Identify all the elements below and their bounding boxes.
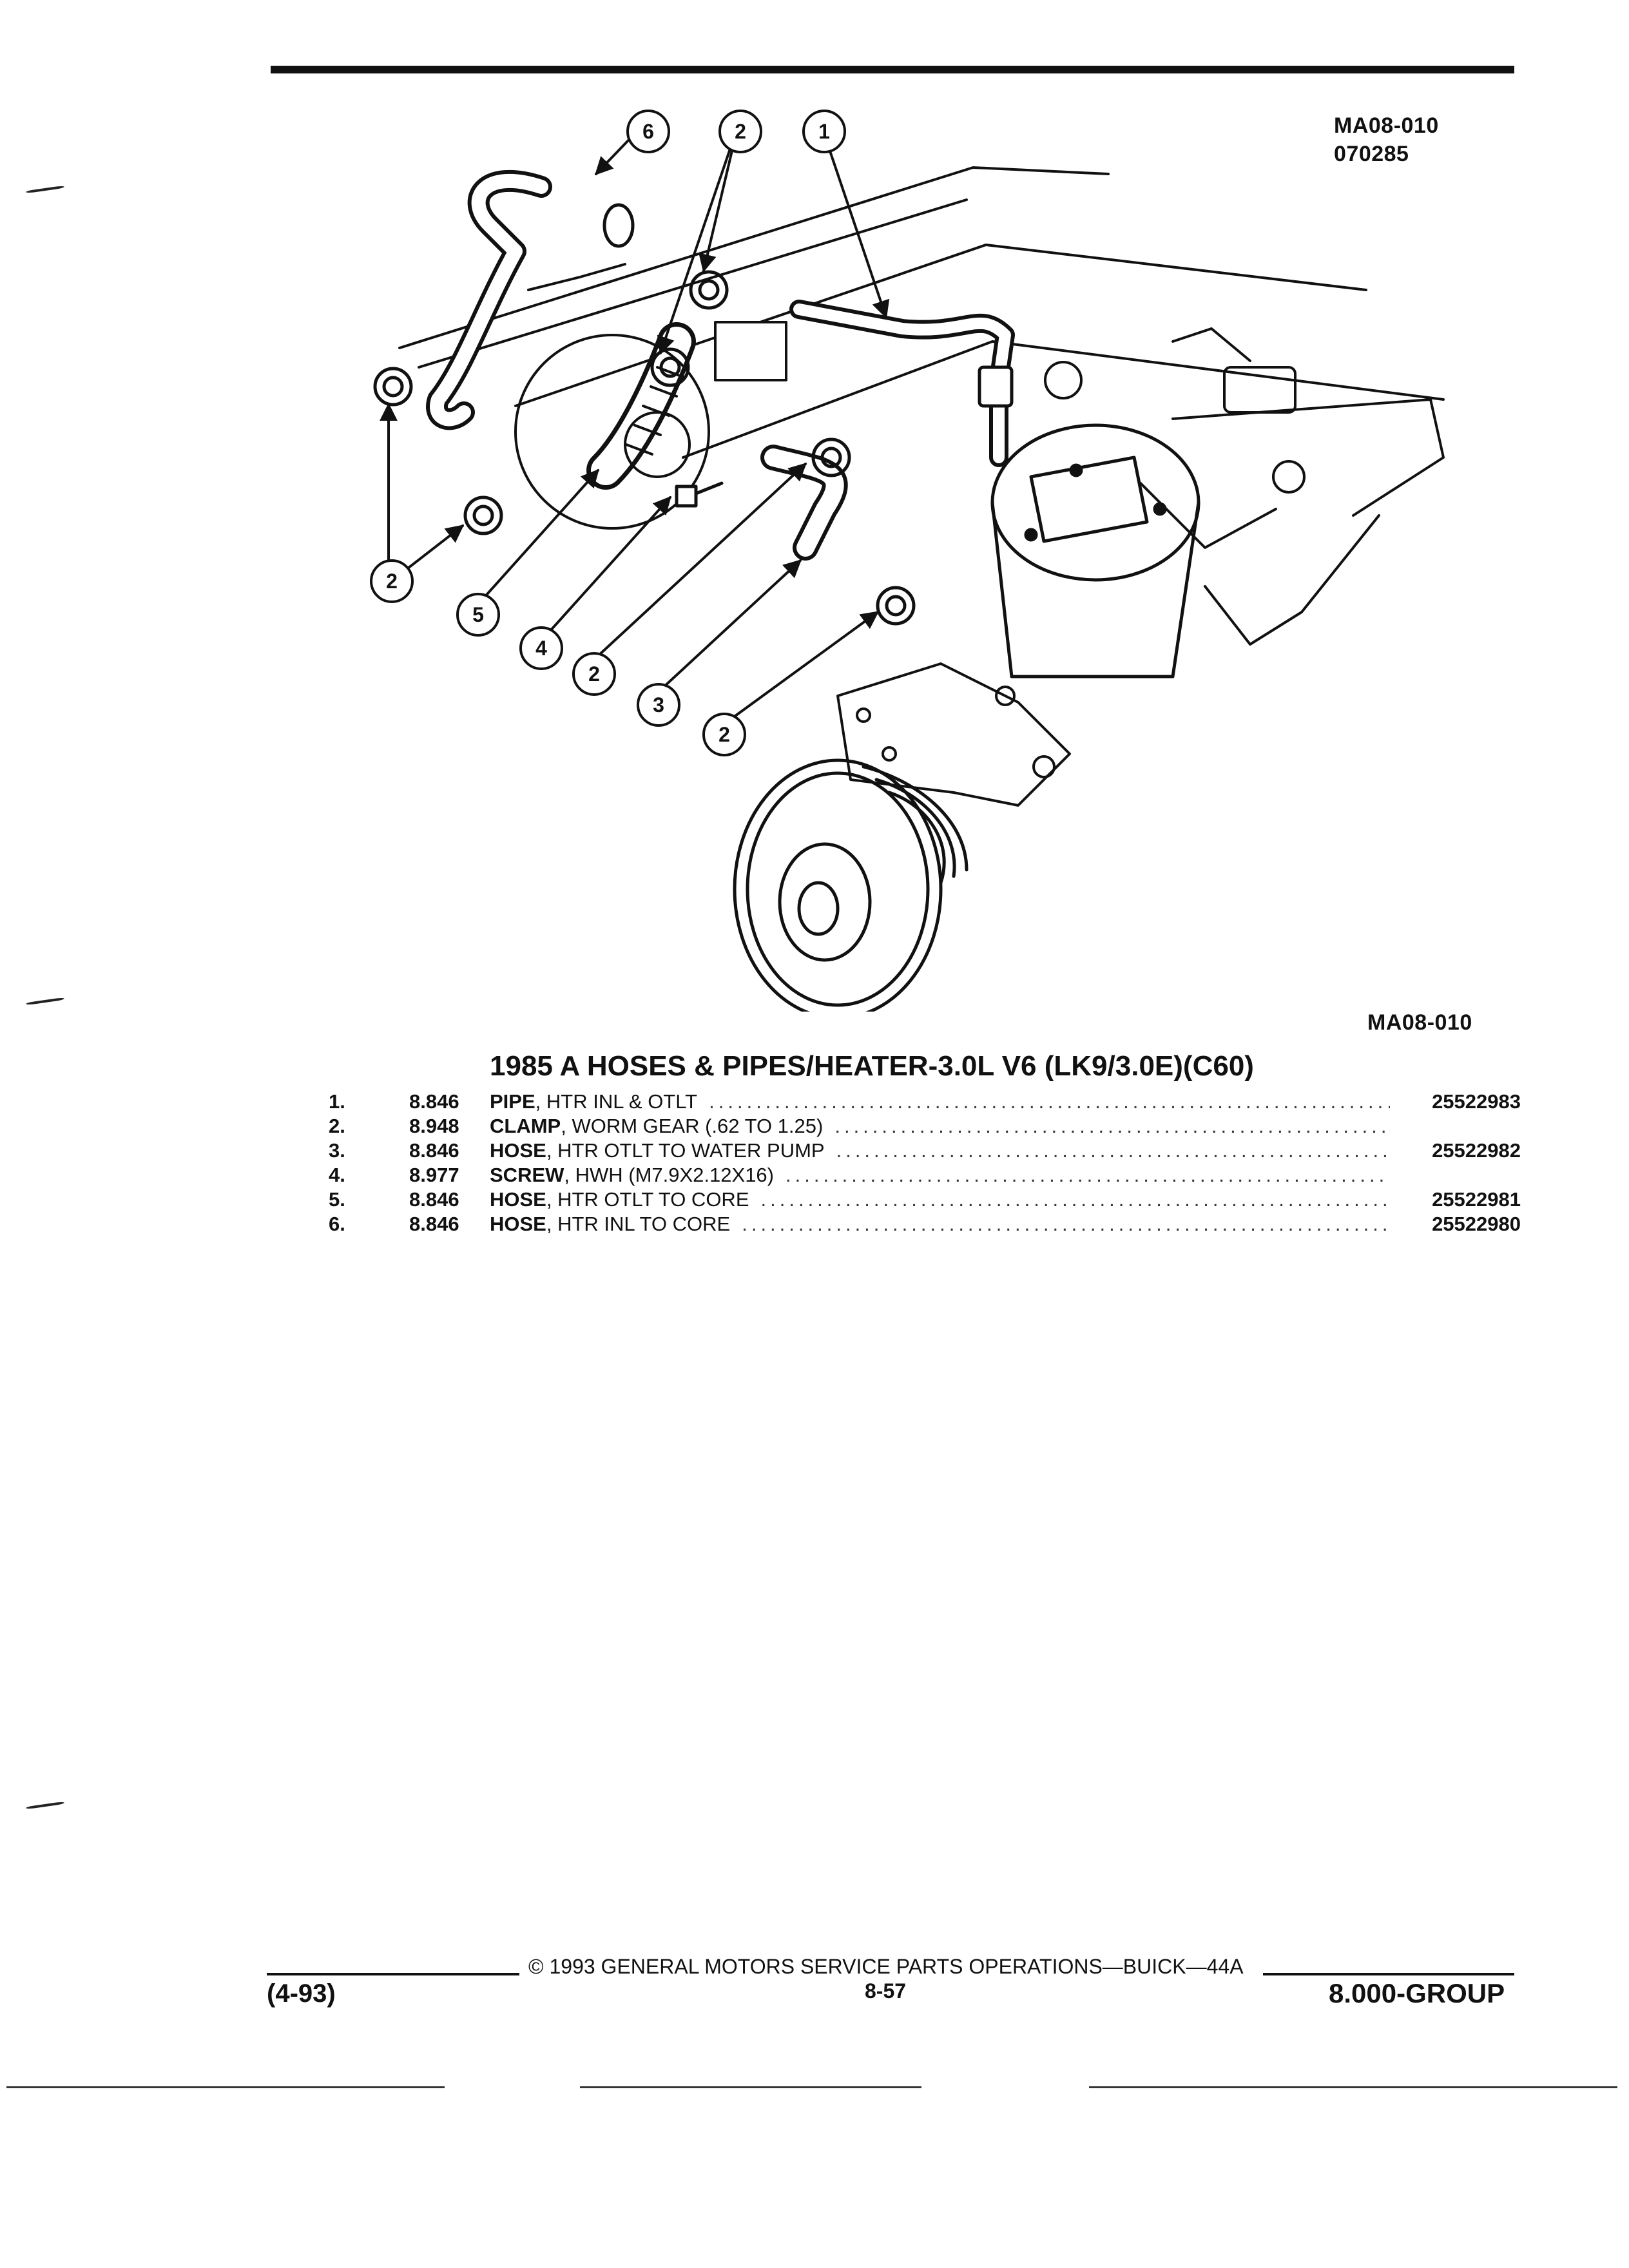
part-name: SCREW bbox=[490, 1164, 564, 1186]
parts-row: 2. 8.948 CLAMP , WORM GEAR (.62 TO 1.25)… bbox=[329, 1115, 1521, 1139]
callout-label: 5 bbox=[472, 602, 484, 626]
group-number: 8.846 bbox=[409, 1213, 459, 1235]
parts-row: 3. 8.846 HOSE , HTR OTLT TO WATER PUMP .… bbox=[329, 1139, 1521, 1164]
footer-rule-right bbox=[1263, 1973, 1514, 1975]
dot-leader: ........................................… bbox=[760, 1188, 1391, 1211]
footer-copyright: © 1993 GENERAL MOTORS SERVICE PARTS OPER… bbox=[528, 1955, 1244, 1978]
date-code: 070285 bbox=[1334, 142, 1409, 166]
callout-label: 2 bbox=[735, 119, 746, 143]
part-description: , WORM GEAR (.62 TO 1.25) bbox=[561, 1115, 824, 1137]
callout-label: 3 bbox=[653, 693, 664, 716]
part-name: HOSE bbox=[490, 1139, 546, 1162]
callout-label: 2 bbox=[386, 569, 398, 593]
callout-label: 2 bbox=[718, 722, 730, 746]
top-rule bbox=[271, 66, 1514, 73]
engine-block bbox=[398, 166, 1445, 646]
part-description: , HTR INL & OTLT bbox=[535, 1090, 698, 1113]
callout-1: 1 bbox=[802, 110, 846, 153]
margin-mark bbox=[26, 185, 64, 194]
part-number: 25522981 bbox=[1432, 1188, 1521, 1211]
page-title: 1985 A HOSES & PIPES/HEATER-3.0L V6 (LK9… bbox=[490, 1050, 1254, 1082]
part-description: , HTR INL TO CORE bbox=[546, 1213, 731, 1235]
pump-housing bbox=[990, 423, 1200, 678]
screw-4 bbox=[675, 481, 724, 508]
bottom-rule bbox=[1089, 2086, 1617, 2088]
parts-row: 6. 8.846 HOSE , HTR INL TO CORE ........… bbox=[329, 1213, 1521, 1237]
parts-list: 1. 8.846 PIPE , HTR INL & OTLT .........… bbox=[329, 1090, 1521, 1237]
pipe-1 bbox=[714, 300, 1015, 467]
margin-mark bbox=[26, 1801, 64, 1810]
group-number: 8.846 bbox=[409, 1188, 459, 1211]
footer-page-number: 8-57 bbox=[865, 1979, 907, 2003]
group-number: 8.846 bbox=[409, 1090, 459, 1113]
group-number: 8.846 bbox=[409, 1139, 459, 1162]
parts-row: 5. 8.846 HOSE , HTR OTLT TO CORE .......… bbox=[329, 1188, 1521, 1213]
footer-group: 8.000-GROUP bbox=[1329, 1978, 1505, 2008]
callout-label: 4 bbox=[535, 636, 547, 660]
water-pump bbox=[836, 662, 1071, 807]
part-description: , HTR OTLT TO WATER PUMP bbox=[546, 1139, 825, 1162]
callout-5: 5 bbox=[456, 593, 500, 637]
callout-3: 3 bbox=[637, 683, 680, 727]
drawing-id-bottom: MA08-010 bbox=[1367, 1010, 1472, 1035]
callout-4: 4 bbox=[519, 626, 563, 670]
part-name: CLAMP bbox=[490, 1115, 561, 1137]
pulley bbox=[733, 758, 969, 1012]
callout-2: 2 bbox=[370, 559, 414, 603]
group-number: 8.948 bbox=[409, 1115, 459, 1137]
footer-rule-left bbox=[267, 1973, 519, 1975]
dot-leader: ........................................… bbox=[836, 1139, 1390, 1162]
dot-leader: ........................................… bbox=[834, 1115, 1390, 1137]
parts-row: 4. 8.977 SCREW , HWH (M7.9X2.12X16) ....… bbox=[329, 1164, 1521, 1188]
part-description: , HTR OTLT TO CORE bbox=[546, 1188, 749, 1211]
drawing-id-top: MA08-010 bbox=[1334, 113, 1439, 138]
part-number: 25522980 bbox=[1432, 1213, 1521, 1235]
part-name: HOSE bbox=[490, 1213, 546, 1235]
parts-row: 1. 8.846 PIPE , HTR INL & OTLT .........… bbox=[329, 1090, 1521, 1115]
part-number: 25522982 bbox=[1432, 1139, 1521, 1162]
callout-2: 2 bbox=[718, 110, 762, 153]
item-number: 4. bbox=[329, 1164, 345, 1186]
part-name: HOSE bbox=[490, 1188, 546, 1211]
callout-label: 1 bbox=[818, 119, 830, 143]
bottom-rule bbox=[580, 2086, 921, 2088]
bottom-rule bbox=[6, 2086, 445, 2088]
dot-leader: ........................................… bbox=[786, 1164, 1390, 1186]
part-name: PIPE bbox=[490, 1090, 535, 1113]
dot-leader: ........................................… bbox=[709, 1090, 1390, 1113]
item-number: 5. bbox=[329, 1188, 345, 1211]
exploded-parts-illustration bbox=[373, 125, 1445, 1012]
callout-2: 2 bbox=[702, 713, 746, 756]
margin-mark bbox=[26, 997, 64, 1006]
callout-label: 2 bbox=[588, 662, 600, 686]
part-description: , HWH (M7.9X2.12X16) bbox=[564, 1164, 774, 1186]
item-number: 6. bbox=[329, 1213, 345, 1235]
footer-revision: (4-93) bbox=[267, 1979, 336, 2008]
group-number: 8.977 bbox=[409, 1164, 459, 1186]
callout-label: 6 bbox=[642, 119, 654, 143]
item-number: 1. bbox=[329, 1090, 345, 1113]
part-number: 25522983 bbox=[1432, 1090, 1521, 1113]
callout-6: 6 bbox=[626, 110, 670, 153]
dot-leader: ........................................… bbox=[742, 1213, 1390, 1235]
callout-2: 2 bbox=[572, 652, 616, 696]
item-number: 3. bbox=[329, 1139, 345, 1162]
item-number: 2. bbox=[329, 1115, 345, 1137]
sensor bbox=[1044, 361, 1306, 494]
